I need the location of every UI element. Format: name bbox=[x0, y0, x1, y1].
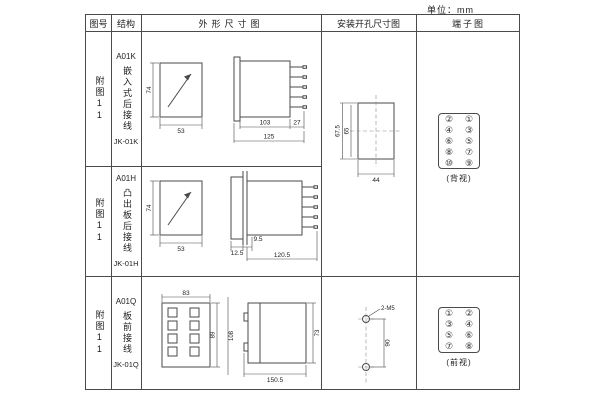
hole-centerline bbox=[358, 307, 374, 383]
code-jk01q: JK-01Q bbox=[113, 359, 139, 369]
dim-label-inner-height: 89 bbox=[211, 331, 217, 338]
dim-label-flange-depth: 12.5 bbox=[231, 250, 244, 257]
a01q-side-dim-lines bbox=[243, 302, 316, 377]
a01h-front-dim-lines bbox=[150, 180, 203, 247]
terminal-circle: ② bbox=[444, 114, 454, 124]
dim-label-body-depth: 103 bbox=[260, 120, 271, 127]
a01q-side-view bbox=[243, 302, 307, 364]
grid-line bbox=[86, 31, 519, 32]
terminal-circle: ① bbox=[464, 114, 474, 124]
fig-no-row3: 附图11 bbox=[94, 309, 105, 356]
dim-label-total-depth: 120.5 bbox=[274, 252, 291, 259]
dim-label-cutout-height: 67.5 bbox=[336, 125, 342, 137]
terminal-view-label-rear: (背视) bbox=[446, 174, 472, 183]
terminal-circle: ④ bbox=[464, 319, 474, 329]
a01h-side-dim-lines bbox=[230, 231, 318, 261]
dim-label-total-depth: 125 bbox=[264, 134, 275, 141]
a01h-side-view bbox=[230, 171, 318, 245]
install-cutout-drawing: 67.5 65 44 bbox=[336, 95, 402, 184]
grid-line bbox=[86, 166, 321, 167]
fig-no-row1: 附图11 bbox=[94, 75, 105, 122]
dim-label-front-height: 74 bbox=[146, 86, 153, 94]
structure-desc-row1: 嵌入式后接线 bbox=[121, 65, 132, 132]
cutout-dim-lines bbox=[340, 102, 395, 177]
terminal-circle: ⑧ bbox=[444, 147, 454, 157]
dim-label-front-width: 53 bbox=[177, 246, 185, 253]
model-a01h: A01H bbox=[115, 174, 136, 183]
a01q-front-view bbox=[161, 302, 211, 368]
centerlines bbox=[350, 95, 402, 167]
terminal-circle: ⑤ bbox=[464, 136, 474, 146]
header-outline-dims: 外形尺寸图 bbox=[198, 18, 264, 29]
a01k-side-dim-lines bbox=[233, 111, 305, 143]
fig-no-cell-row2: 附图11 bbox=[86, 166, 111, 276]
terminal-circle: ⑥ bbox=[464, 330, 474, 340]
terminal-diagram-front: ① ② ③ ④ ⑤ ⑥ ⑦ ⑧ bbox=[438, 307, 480, 353]
code-jk01h: JK-01H bbox=[113, 259, 139, 268]
dim-label-cutout-width: 44 bbox=[372, 177, 380, 184]
model-a01k: A01K bbox=[116, 51, 136, 61]
unit-label: 单位：mm bbox=[427, 5, 474, 15]
terminal-circle: ④ bbox=[444, 125, 454, 135]
fig-no-row2: 附图11 bbox=[94, 198, 105, 244]
grid-line bbox=[141, 15, 142, 389]
terminal-circle: ③ bbox=[464, 125, 474, 135]
dim-label-cutout-inner-height: 65 bbox=[345, 127, 351, 134]
mounting-holes bbox=[362, 315, 370, 371]
a01k-side-view bbox=[233, 56, 307, 122]
header-install-dims: 安装开孔尺寸图 bbox=[336, 18, 400, 29]
dim-label-front-height: 74 bbox=[146, 204, 153, 212]
terminal-circle: ① bbox=[444, 308, 454, 318]
model-a01q: A01Q bbox=[115, 296, 137, 306]
terminal-circle: ⑦ bbox=[444, 341, 454, 351]
terminal-circle: ⑦ bbox=[464, 147, 474, 157]
dim-label-gap-depth: 9.5 bbox=[253, 236, 262, 243]
header-fig-no: 图号 bbox=[89, 18, 108, 29]
structure-cell-row1: A01K 嵌入式后接线 JK-01K bbox=[111, 31, 141, 166]
terminal-circle: ⑤ bbox=[444, 330, 454, 340]
grid-line bbox=[111, 15, 112, 389]
hole-note-label: 2-M5 bbox=[381, 306, 395, 312]
terminal-circle: ⑨ bbox=[464, 158, 474, 168]
fig-no-cell-row3: 附图11 bbox=[86, 276, 111, 389]
terminal-diagram-rear: ② ① ④ ③ ⑥ ⑤ ⑧ ⑦ ⑩ ⑨ bbox=[438, 113, 480, 169]
grid-line bbox=[86, 276, 519, 277]
a01k-front-dim-lines bbox=[150, 62, 203, 129]
dim-label-side-height: 73 bbox=[315, 329, 321, 336]
outline-drawing-a01k: 74 53 103 27 125 bbox=[146, 56, 307, 143]
terminal-circle: ⑩ bbox=[444, 158, 454, 168]
dim-label-hole-spacing: 90 bbox=[385, 339, 392, 347]
terminal-circle: ③ bbox=[444, 319, 454, 329]
dim-label-front-width: 83 bbox=[182, 290, 190, 297]
fig-no-cell-row1: 附图11 bbox=[86, 31, 111, 166]
grid-line bbox=[416, 15, 417, 389]
code-jk01k: JK-01K bbox=[113, 136, 139, 146]
header-structure: 结构 bbox=[116, 18, 135, 29]
structure-cell-row2: A01H 凸出板后接线 JK-01H bbox=[111, 166, 141, 276]
a01q-front-dim-lines bbox=[161, 294, 229, 375]
outline-drawing-a01h: 74 53 12.5 9.5 120.5 bbox=[146, 171, 318, 261]
dim-label-pin-depth: 27 bbox=[293, 120, 301, 127]
terminal-circle: ② bbox=[464, 308, 474, 318]
hole-dim-lines bbox=[368, 308, 386, 368]
dim-label-front-height: 108 bbox=[229, 330, 235, 341]
terminal-circle: ⑧ bbox=[464, 341, 474, 351]
outline-drawing-a01q: 83 89 108 73 150.5 bbox=[161, 290, 321, 384]
spec-table: 图号 结构 外形尺寸图 安装开孔尺寸图 端子图 附图11 A01K 嵌入式后接线… bbox=[85, 14, 520, 390]
dim-label-front-width: 53 bbox=[177, 128, 185, 135]
header-terminal-diagram: 端子图 bbox=[451, 18, 485, 29]
terminal-view-label-front: (前视) bbox=[446, 358, 472, 367]
terminal-circle: ⑥ bbox=[444, 136, 454, 146]
structure-desc-row3: 板前接线 bbox=[121, 310, 132, 355]
structure-cell-row3: A01Q 板前接线 JK-01Q bbox=[111, 276, 141, 389]
grid-line bbox=[321, 15, 322, 389]
structure-desc-row2: 凸出板后接线 bbox=[121, 188, 132, 254]
a01h-front-view bbox=[159, 180, 203, 236]
a01k-front-view bbox=[159, 62, 203, 118]
dim-label-side-depth: 150.5 bbox=[267, 377, 284, 384]
install-holes-drawing: 2-M5 90 bbox=[358, 306, 395, 383]
